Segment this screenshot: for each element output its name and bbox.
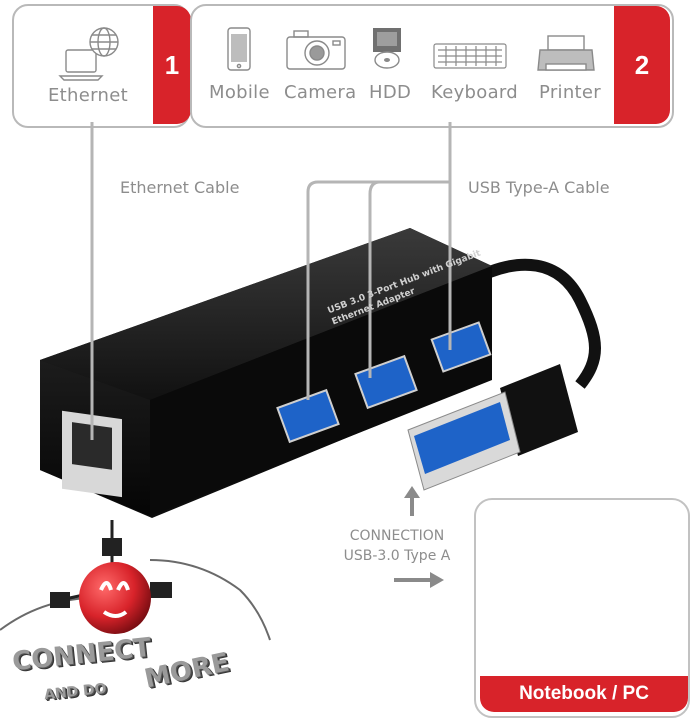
device-label-hdd: HDD (369, 82, 412, 103)
device-label-ethernet: Ethernet (48, 85, 128, 106)
ethernet-cable-label: Ethernet Cable (120, 178, 240, 197)
usb-hub (40, 228, 492, 518)
device-label-keyboard: Keyboard (431, 82, 519, 103)
printer-icon (537, 35, 595, 71)
device-label-camera: Camera (284, 82, 357, 103)
panel-1-badge: 1 (153, 6, 191, 124)
up-arrow-icon (404, 486, 420, 516)
right-arrow-icon (394, 572, 444, 588)
ethernet-globe-icon (58, 27, 119, 81)
connection-line-2: USB-3.0 Type A (343, 548, 451, 564)
device-label-printer: Printer (539, 82, 601, 103)
keyboard-icon (433, 43, 507, 69)
hdd-icon (373, 28, 401, 69)
usb-cable-label: USB Type-A Cable (468, 178, 610, 197)
panel-2-badge: 2 (614, 6, 670, 124)
mobile-icon (227, 27, 251, 71)
connection-text: CONNECTION USB-3.0 Type A (332, 526, 462, 566)
connection-line-1: CONNECTION (349, 528, 445, 544)
device-label-mobile: Mobile (209, 82, 270, 103)
notebook-label: Notebook / PC (480, 676, 688, 712)
usb-a-plug (407, 364, 578, 491)
connect-mascot (0, 520, 271, 641)
camera-icon (286, 30, 346, 70)
